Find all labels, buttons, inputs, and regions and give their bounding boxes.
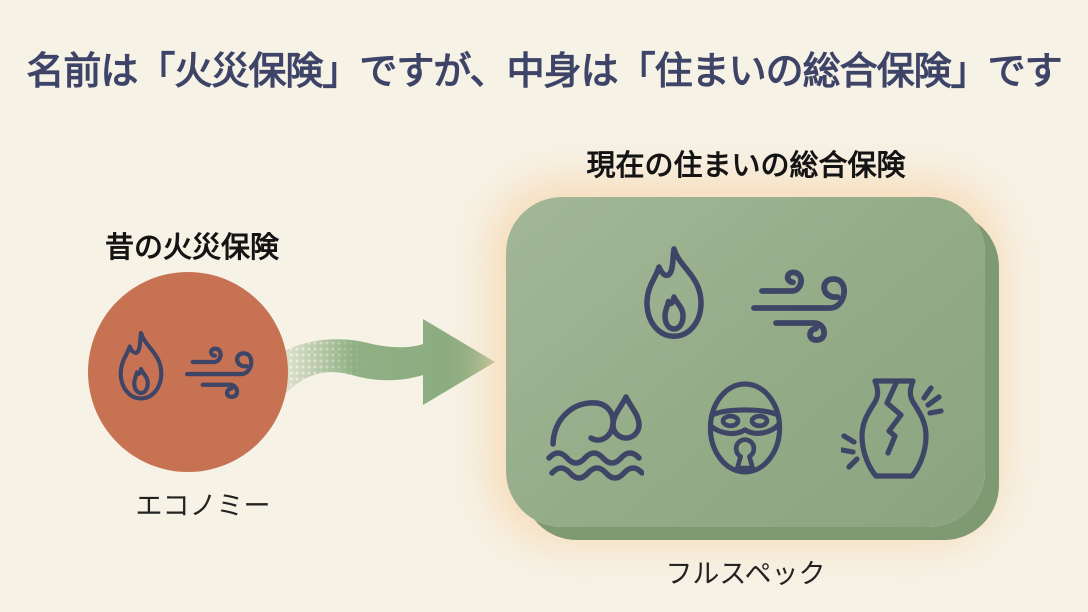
new-insurance-caption: フルスペック: [665, 559, 826, 589]
wind-icon: [750, 263, 856, 343]
wind-icon: [184, 342, 260, 399]
fire-icon: [638, 245, 710, 345]
old-insurance-caption: エコノミー: [135, 491, 271, 521]
breakage-icon: [841, 376, 945, 482]
fire-icon: [114, 330, 168, 405]
old-insurance-label: 昔の火災保険: [104, 232, 279, 264]
economy-circle: [88, 272, 288, 472]
theft-icon: [702, 376, 788, 478]
new-insurance-label: 現在の住まいの総合保険: [586, 150, 906, 182]
page-title: 名前は「火災保険」ですが、中身は「住まいの総合保険」です: [26, 51, 1062, 93]
arrow-right-icon: [276, 310, 498, 414]
fullspec-box: [506, 197, 985, 527]
flood-icon: [544, 381, 644, 481]
